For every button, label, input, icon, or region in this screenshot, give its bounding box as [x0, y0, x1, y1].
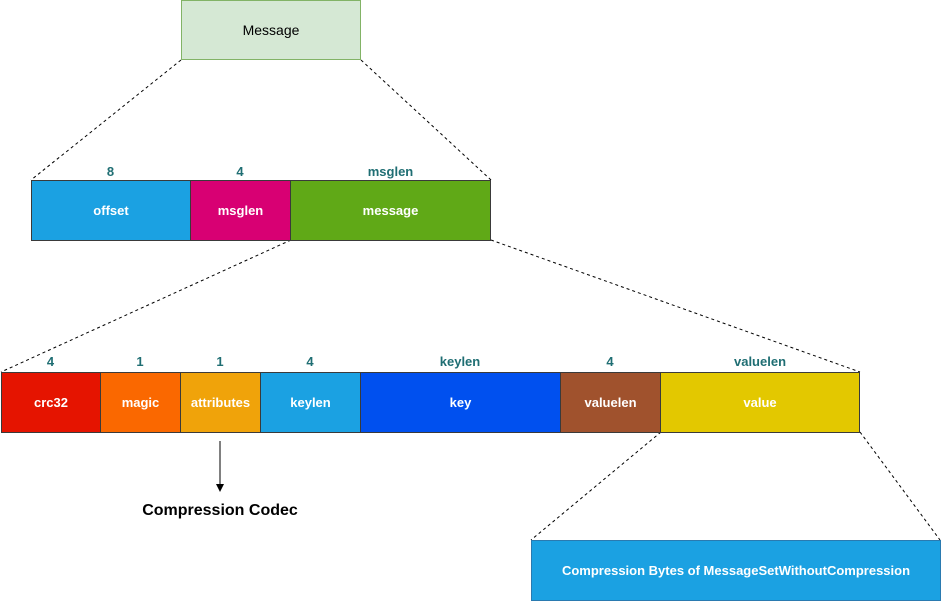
field-value-label: value: [743, 395, 777, 410]
dashed-line-message-left: [30, 59, 182, 181]
field-valuelen: valuelen: [560, 372, 661, 433]
field-msglen: msglen: [190, 180, 291, 241]
compression-bytes-box: Compression Bytes of MessageSetWithoutCo…: [531, 540, 941, 601]
size-label-msglen: 4: [236, 164, 244, 179]
down-arrow: [216, 441, 224, 492]
size-label-key: keylen: [439, 354, 481, 369]
size-label-keylen: 4: [306, 354, 314, 369]
size-label-magic: 1: [136, 354, 144, 369]
size-label-attributes: 1: [216, 354, 224, 369]
field-attributes-label: attributes: [190, 395, 251, 410]
dashed-line-value-right: [859, 431, 941, 541]
message-box-label: Message: [242, 22, 300, 38]
field-value: value: [660, 372, 860, 433]
field-magic-label: magic: [121, 395, 160, 410]
field-key-label: key: [449, 395, 472, 410]
field-magic: magic: [100, 372, 181, 433]
size-label-message: msglen: [367, 164, 414, 179]
field-message: message: [290, 180, 491, 241]
field-keylen: keylen: [260, 372, 361, 433]
dashed-line-message-right: [360, 59, 492, 181]
size-label-offset: 8: [106, 164, 115, 179]
field-keylen-label: keylen: [290, 395, 331, 410]
size-label-crc32: 4: [46, 354, 55, 369]
field-key: key: [360, 372, 561, 433]
field-message-label: message: [362, 203, 419, 218]
field-offset-label: offset: [93, 203, 129, 218]
field-valuelen-label: valuelen: [584, 395, 637, 410]
size-label-valuelen: 4: [606, 354, 614, 369]
compression-bytes-label: Compression Bytes of MessageSetWithoutCo…: [561, 563, 911, 578]
dashed-line-msg-right: [490, 239, 861, 373]
field-crc32: crc32: [1, 372, 101, 433]
dashed-line-value-left: [530, 431, 662, 541]
compression-codec-label: Compression Codec: [142, 502, 298, 519]
size-label-value: valuelen: [733, 354, 787, 369]
dashed-line-msg-left: [0, 239, 292, 373]
field-crc32-label: crc32: [34, 395, 68, 410]
field-msglen-label: msglen: [217, 203, 264, 218]
field-attributes: attributes: [180, 372, 261, 433]
field-offset: offset: [31, 180, 191, 241]
message-box: Message: [181, 0, 361, 60]
